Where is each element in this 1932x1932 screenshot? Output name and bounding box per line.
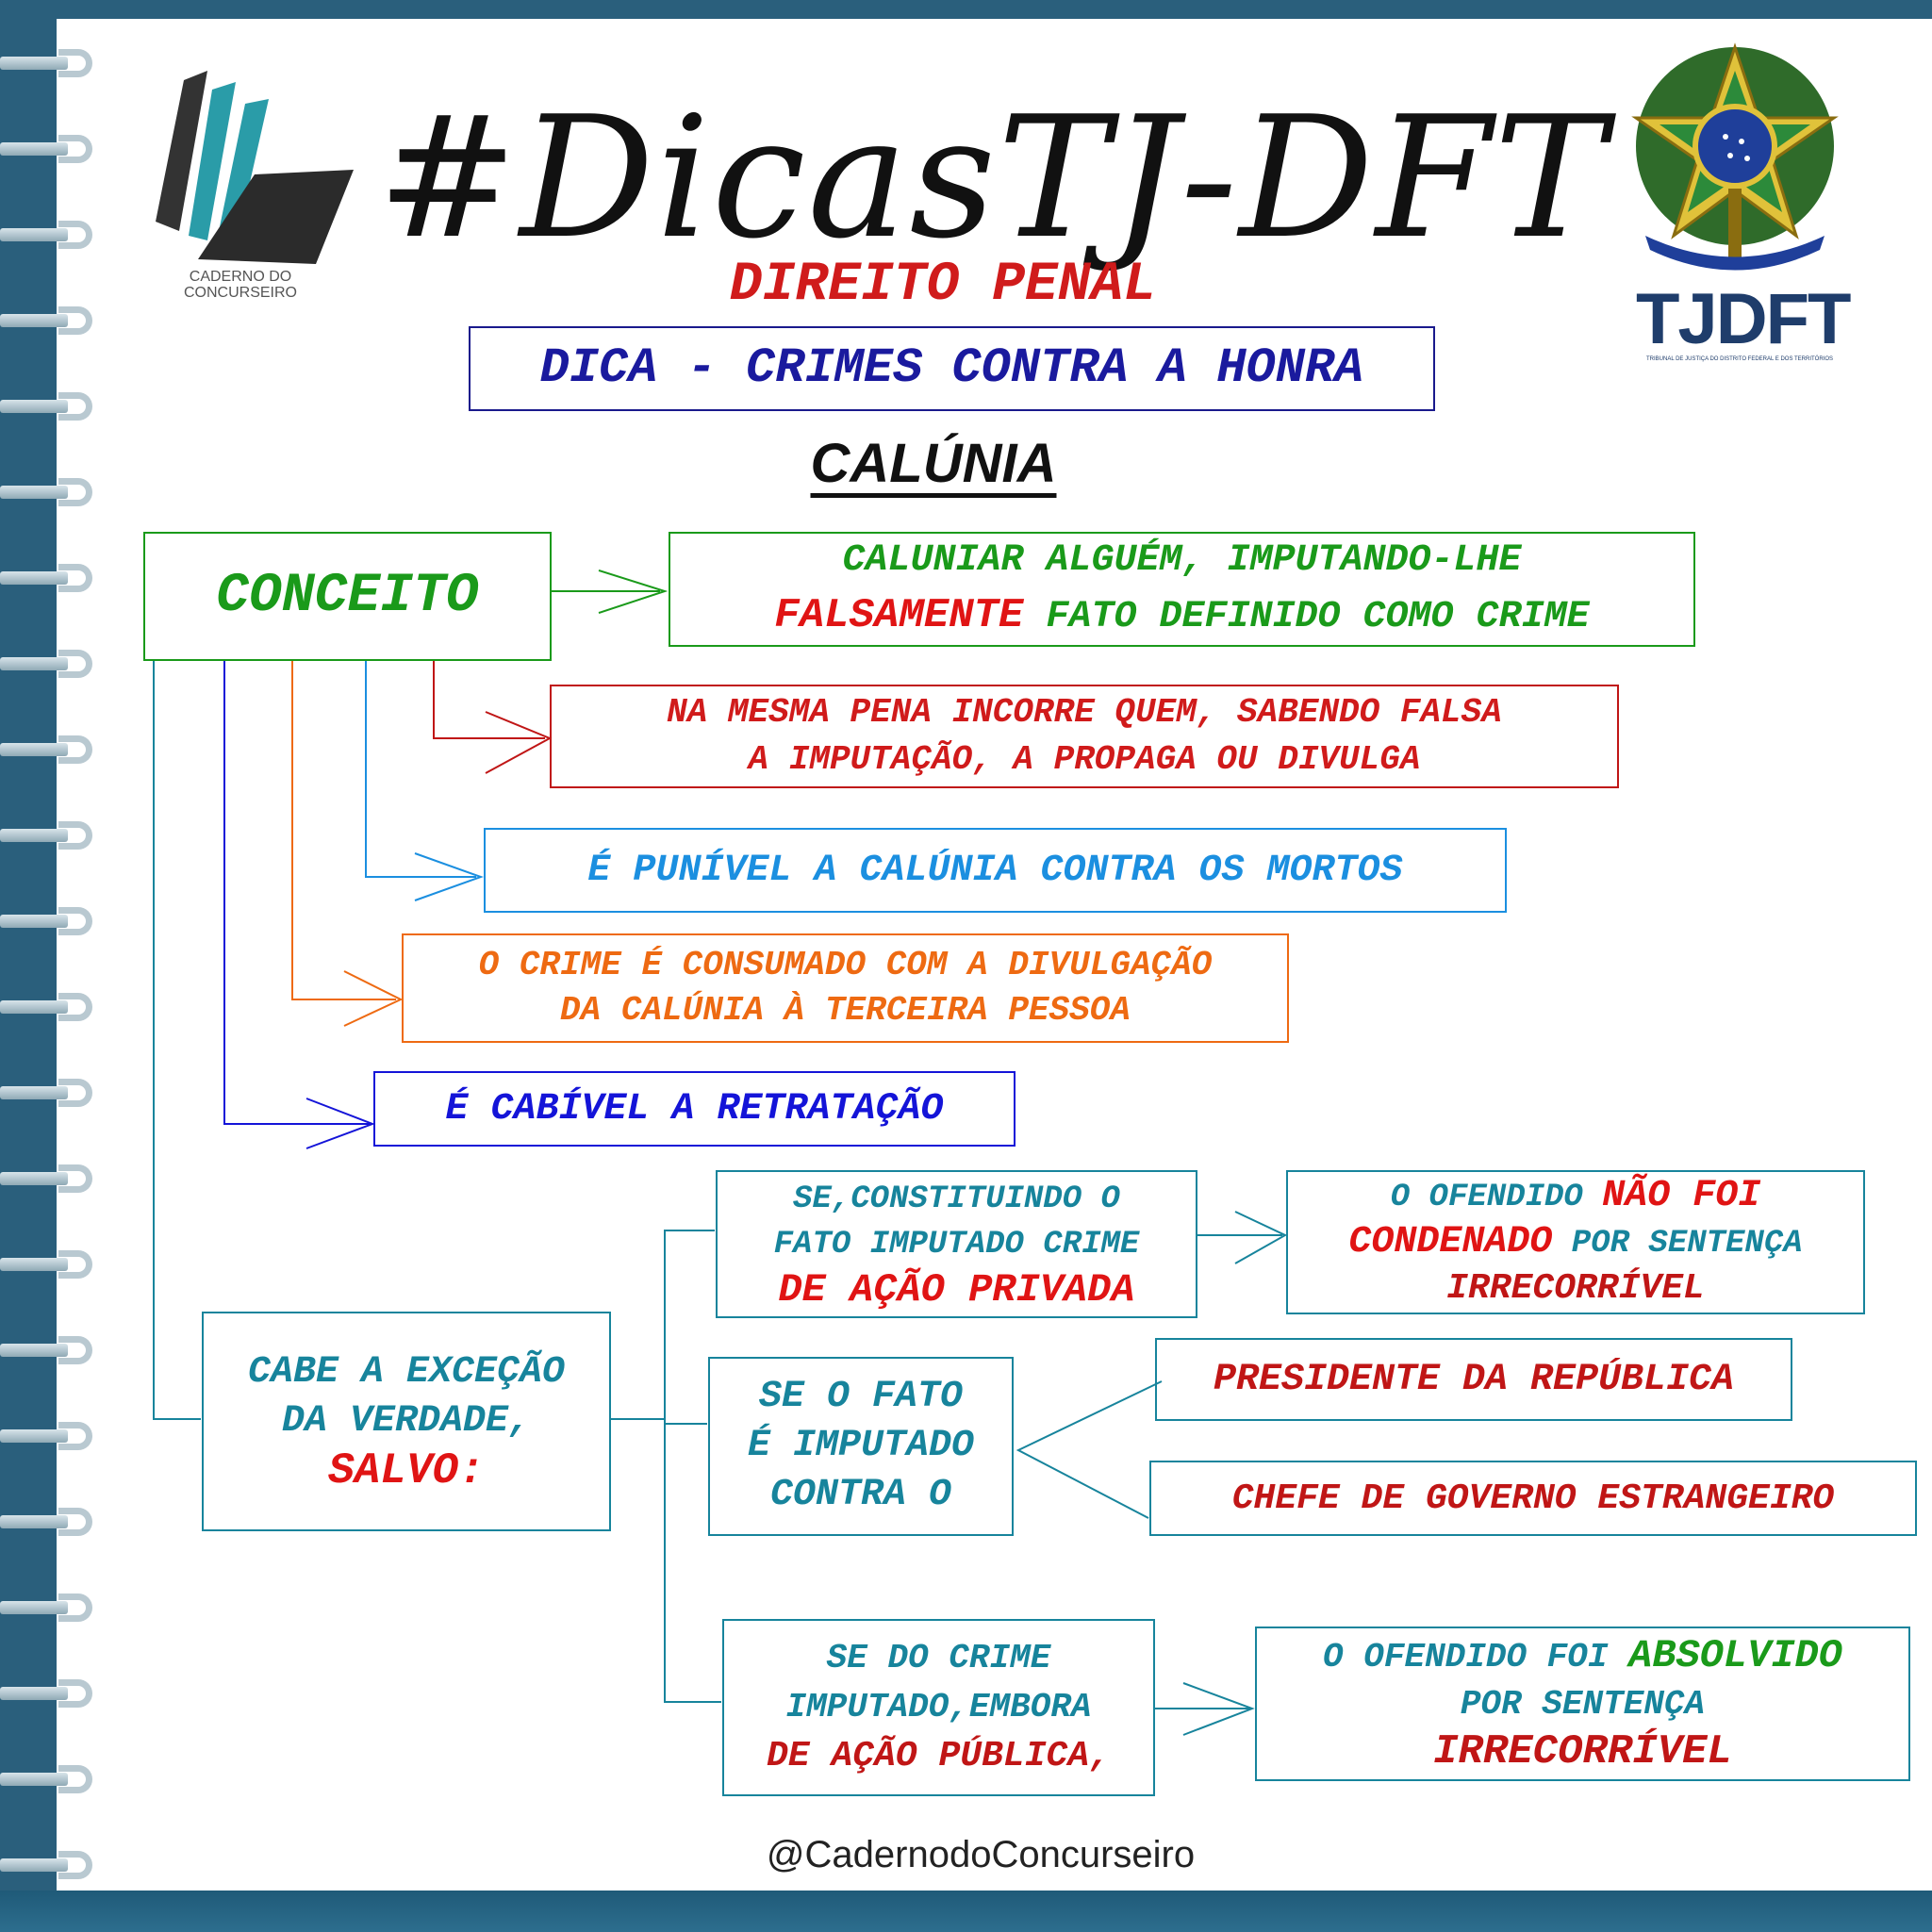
spiral-ring <box>0 478 104 506</box>
arrow-to-consummation <box>291 660 404 1027</box>
spiral-ring <box>0 1250 104 1279</box>
case1-line-2: FATO IMPUTADO CRIME <box>773 1226 1140 1263</box>
dead-box: É PUNÍVEL A CALÚNIA CONTRA OS MORTOS <box>484 828 1507 913</box>
spiral-ring <box>0 1851 104 1879</box>
spiral-ring <box>0 135 104 163</box>
spiral-ring <box>0 1079 104 1107</box>
tip-box: DICA - CRIMES CONTRA A HONRA <box>469 326 1435 411</box>
tjdft-wordmark: TJDFT <box>1636 279 1851 359</box>
spiral-ring <box>0 735 104 764</box>
case1-result-highlight-3: IRRECORRÍVEL <box>1446 1267 1705 1309</box>
page-title: #DicasTJ-DFT <box>377 80 1609 275</box>
spiral-ring <box>0 993 104 1021</box>
tjdft-subtext: TRIBUNAL DE JUSTIÇA DO DISTRITO FEDERAL … <box>1645 356 1834 362</box>
arrow-to-retraction <box>223 660 375 1149</box>
case3-result-line-1: O OFENDIDO FOI <box>1323 1638 1609 1676</box>
case1-box: SE,CONSTITUINDO O FATO IMPUTADO CRIME DE… <box>716 1170 1197 1318</box>
spiral-ring <box>0 1164 104 1193</box>
spiral-ring <box>0 221 104 249</box>
definition-line-1: CALUNIAR ALGUÉM, IMPUTANDO-LHE <box>842 539 1522 582</box>
same-penalty-box: NA MESMA PENA INCORRE QUEM, SABENDO FALS… <box>550 685 1619 788</box>
president-text: PRESIDENTE DA REPÚBLICA <box>1213 1358 1735 1401</box>
arrow-to-same-penalty <box>433 660 553 774</box>
case1-result-box: O OFENDIDO NÃO FOI CONDENADO POR SENTENÇ… <box>1286 1170 1865 1314</box>
bottom-band <box>0 1891 1932 1932</box>
foreign-head-text: CHEFE DE GOVERNO ESTRANGEIRO <box>1231 1478 1835 1519</box>
spiral-ring <box>0 650 104 678</box>
spiral-ring <box>0 1765 104 1793</box>
case3-line-2: IMPUTADO,EMBORA <box>785 1688 1092 1726</box>
spiral-ring <box>0 564 104 592</box>
concept-box: CONCEITO <box>143 532 552 661</box>
spiral-ring <box>0 1593 104 1622</box>
definition-line-2: FATO DEFINIDO COMO CRIME <box>1046 596 1590 638</box>
logo-caption-2: CONCURSEIRO <box>183 285 297 301</box>
exception-tree <box>153 660 1288 1736</box>
definition-highlight: FALSAMENTE <box>774 592 1024 639</box>
spiral-ring <box>0 392 104 421</box>
arrow-to-dead <box>365 660 484 901</box>
spiral-ring <box>0 306 104 335</box>
case3-result-highlight-2: IRRECORRÍVEL <box>1433 1728 1732 1775</box>
spiral-ring <box>0 1336 104 1364</box>
case1-line-1: SE,CONSTITUINDO O <box>793 1181 1120 1217</box>
book-logo-icon <box>156 71 354 264</box>
spiral-ring <box>0 49 104 77</box>
dead-text: É PUNÍVEL A CALÚNIA CONTRA OS MORTOS <box>587 849 1403 892</box>
notebook-paper <box>57 19 1932 1891</box>
case1-result-highlight-1: NÃO FOI <box>1602 1174 1761 1217</box>
spiral-ring <box>0 821 104 850</box>
case3-line-1: SE DO CRIME <box>826 1639 1051 1677</box>
exception-box: CABE A EXCEÇÃO DA VERDADE, SALVO: <box>202 1312 611 1531</box>
exception-line-2: DA VERDADE, <box>281 1399 532 1443</box>
case3-result-box: O OFENDIDO FOI ABSOLVIDO POR SENTENÇA IR… <box>1255 1627 1910 1781</box>
exception-line-1: CABE A EXCEÇÃO <box>247 1350 566 1394</box>
case3-result-line-2: POR SENTENÇA <box>1460 1685 1706 1724</box>
consummation-line-1: O CRIME É CONSUMADO COM A DIVULGAÇÃO <box>478 946 1213 984</box>
case2-box: SE O FATO É IMPUTADO CONTRA O <box>708 1357 1014 1536</box>
spiral-ring <box>0 1679 104 1708</box>
coat-of-arms-icon <box>1631 42 1839 271</box>
case3-box: SE DO CRIME IMPUTADO,EMBORA DE AÇÃO PÚBL… <box>722 1619 1155 1796</box>
same-penalty-line-2: A IMPUTAÇÃO, A PROPAGA OU DIVULGA <box>748 740 1421 779</box>
logo-caption-1: CADERNO DO <box>189 269 292 285</box>
case2-line-2: É IMPUTADO <box>747 1425 975 1467</box>
arrow-to-definition <box>552 570 669 614</box>
case2-line-3: CONTRA O <box>769 1474 952 1516</box>
case2-line-1: SE O FATO <box>758 1376 964 1418</box>
president-box: PRESIDENTE DA REPÚBLICA <box>1155 1338 1792 1421</box>
same-penalty-line-1: NA MESMA PENA INCORRE QUEM, SABENDO FALS… <box>667 693 1502 732</box>
case3-highlight: DE AÇÃO PÚBLICA, <box>767 1736 1111 1776</box>
case1-highlight: DE AÇÃO PRIVADA <box>778 1266 1135 1313</box>
footer-handle: @CadernodoConcurseiro <box>766 1834 1196 1875</box>
definition-box: CALUNIAR ALGUÉM, IMPUTANDO-LHE FALSAMENT… <box>669 532 1695 647</box>
case1-result-highlight-2: CONDENADO <box>1348 1220 1553 1263</box>
concept-label: CONCEITO <box>216 566 479 627</box>
exception-highlight: SALVO: <box>328 1445 485 1495</box>
case1-result-line-2: POR SENTENÇA <box>1571 1225 1803 1262</box>
foreign-head-box: CHEFE DE GOVERNO ESTRANGEIRO <box>1149 1461 1917 1536</box>
consummation-box: O CRIME É CONSUMADO COM A DIVULGAÇÃO DA … <box>402 933 1289 1043</box>
case1-result-line-1: O OFENDIDO <box>1390 1179 1583 1215</box>
spiral-ring <box>0 1508 104 1536</box>
consummation-line-2: DA CALÚNIA À TERCEIRA PESSOA <box>560 991 1131 1030</box>
case3-result-highlight-1: ABSOLVIDO <box>1628 1633 1842 1678</box>
subject-heading: DIREITO PENAL <box>729 255 1157 316</box>
tjdft-logo: TJDFT TRIBUNAL DE JUSTIÇA DO DISTRITO FE… <box>1617 38 1853 368</box>
topic-heading: CALÚNIA <box>810 433 1057 494</box>
spiral-ring <box>0 907 104 935</box>
caderno-logo: CADERNO DO CONCURSEIRO <box>141 61 358 301</box>
retraction-box: É CABÍVEL A RETRATAÇÃO <box>373 1071 1016 1147</box>
spiral-ring <box>0 1422 104 1450</box>
retraction-text: É CABÍVEL A RETRATAÇÃO <box>445 1087 944 1131</box>
